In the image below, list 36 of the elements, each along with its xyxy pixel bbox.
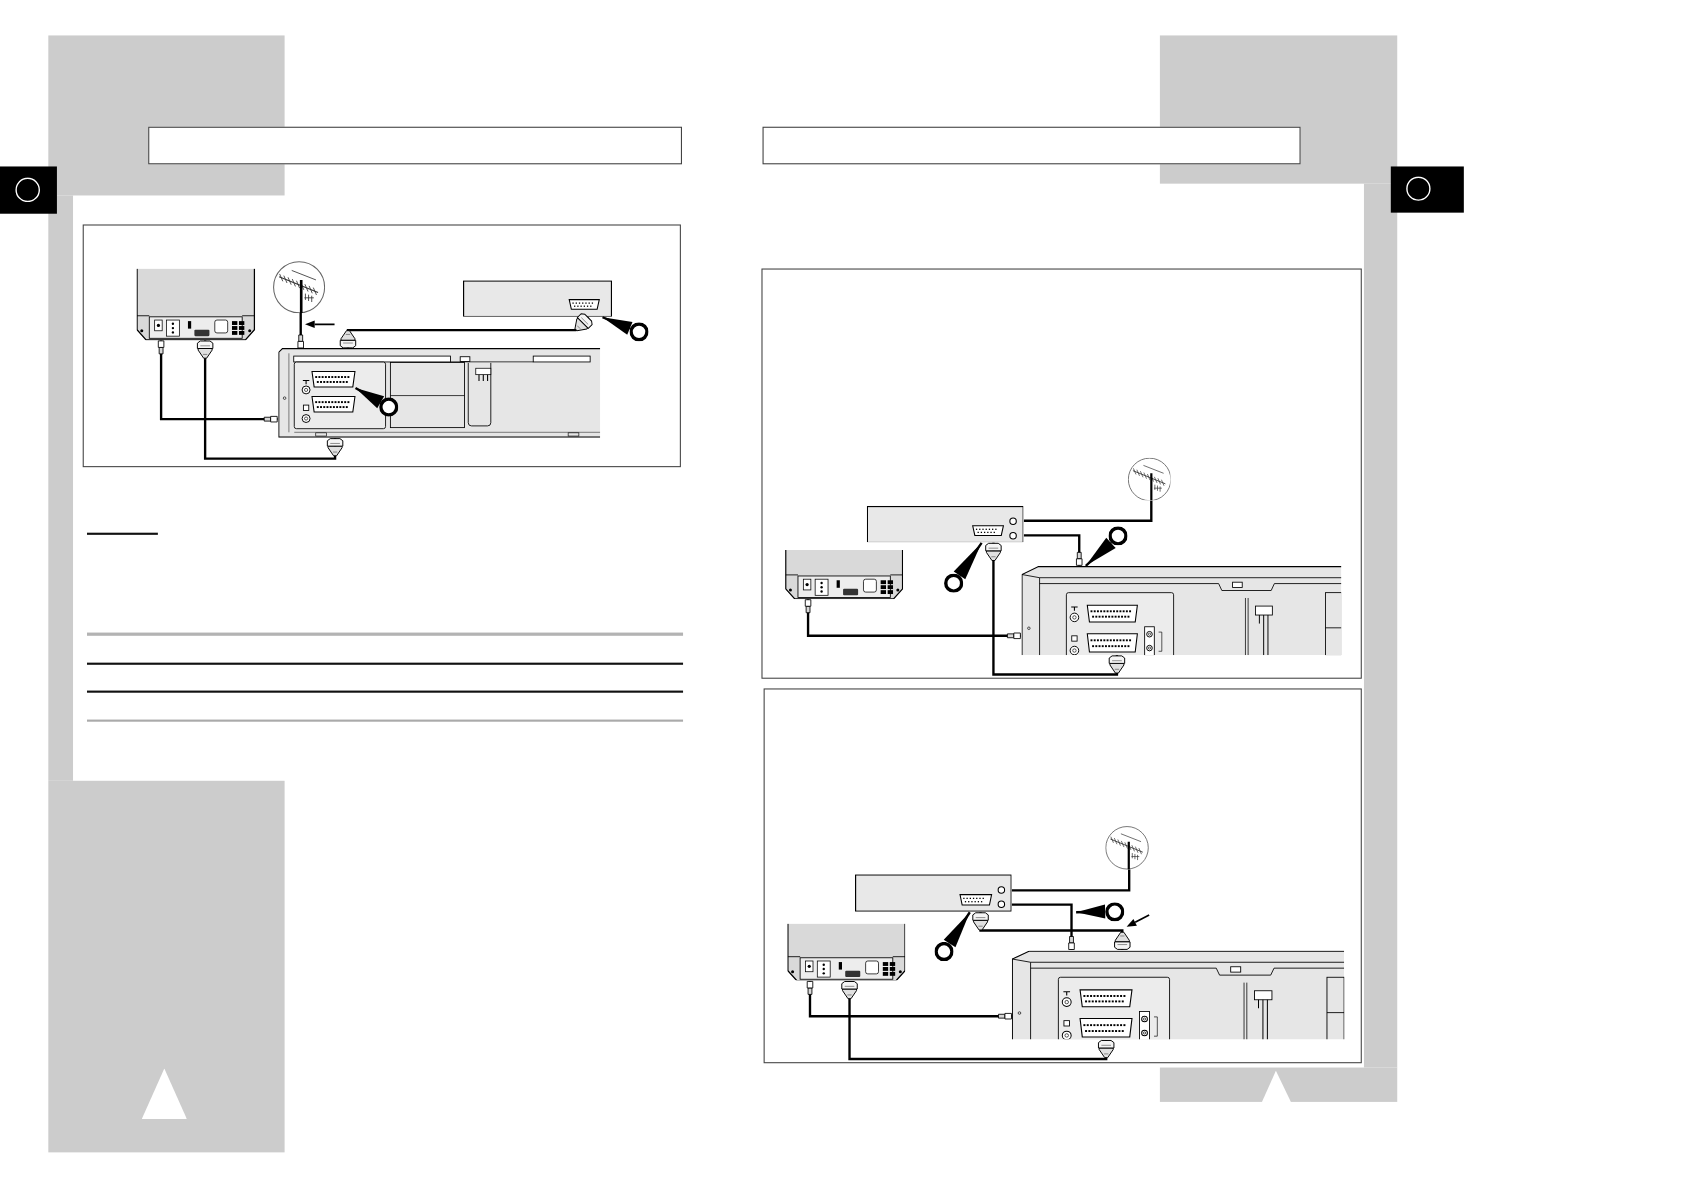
antenna-drawing xyxy=(1127,457,1172,501)
cable-line xyxy=(985,542,1126,676)
callout-circle xyxy=(1105,901,1125,922)
antenna-drawing xyxy=(1105,825,1150,870)
cable-line xyxy=(841,980,1115,1061)
cable-line xyxy=(806,980,1012,1020)
vcr-rear-drawing xyxy=(1011,949,1345,1040)
tv-rear-drawing xyxy=(136,268,256,341)
callout-pointer xyxy=(943,911,971,948)
callout-circle xyxy=(944,573,964,594)
callout-circle xyxy=(629,322,649,342)
cable-line xyxy=(1023,534,1083,566)
cable-line xyxy=(196,340,344,460)
callout-pointer xyxy=(1085,537,1116,567)
cable-line xyxy=(972,912,1131,950)
callout-pointer xyxy=(354,387,385,409)
receiver-drawing xyxy=(462,280,613,318)
cable-line xyxy=(297,312,304,349)
callout-circle xyxy=(1108,526,1128,546)
callout-pointer xyxy=(602,316,633,335)
cable-line xyxy=(1023,500,1153,522)
callout-circle xyxy=(379,397,399,417)
receiver-drawing xyxy=(866,505,1024,543)
vcr-rear-drawing xyxy=(1020,565,1342,656)
tv-rear-drawing xyxy=(786,923,906,981)
cable-line xyxy=(1011,869,1131,892)
callout-circle xyxy=(934,941,954,962)
cable-line xyxy=(339,313,593,349)
tv-rear-drawing xyxy=(785,549,904,600)
receiver-drawing xyxy=(854,874,1012,913)
callout-pointer xyxy=(953,542,983,580)
cable-line xyxy=(157,340,278,423)
antenna-drawing xyxy=(272,260,325,314)
callout-pointer xyxy=(1076,904,1106,919)
cable-line xyxy=(1011,903,1075,950)
cable-line xyxy=(804,599,1021,639)
